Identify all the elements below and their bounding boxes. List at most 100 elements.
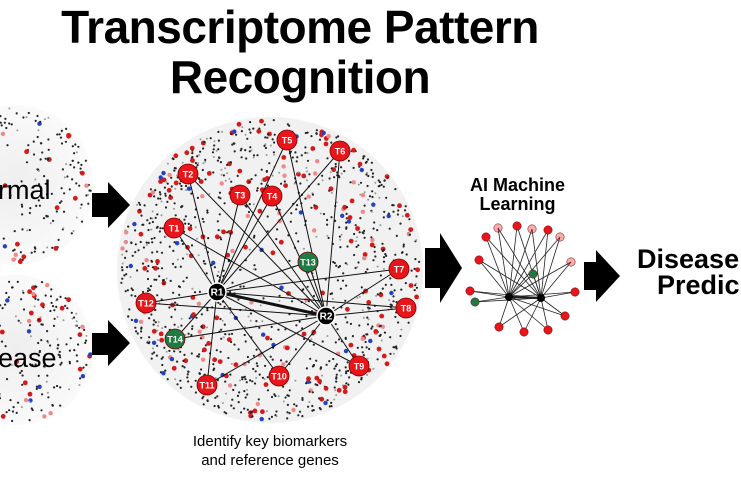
gene-dot [373, 221, 376, 224]
gene-dot [15, 241, 20, 247]
gene-dot [75, 216, 78, 219]
gene-dot [237, 348, 240, 351]
gene-dot [399, 334, 402, 338]
gene-dot [316, 384, 319, 387]
gene-dot [312, 363, 315, 367]
gene-dot [334, 365, 337, 368]
gene-dot [34, 297, 37, 300]
gene-dot [138, 203, 142, 206]
gene-dot [286, 411, 289, 414]
gene-dot [382, 260, 386, 263]
gene-dot [280, 182, 283, 185]
gene-dot [134, 243, 137, 246]
gene-dot [149, 285, 153, 288]
gene-dot [255, 348, 258, 351]
gene-dot [206, 399, 209, 402]
gene-dot [21, 374, 24, 377]
gene-dot [69, 337, 72, 340]
gene-dot [297, 414, 300, 417]
gene-dot [366, 316, 369, 319]
gene-dot [10, 286, 14, 289]
gene-dot [68, 362, 71, 365]
gene-dot [63, 176, 66, 179]
gene-dot [3, 121, 6, 124]
prediction-line-2: Predic [657, 270, 740, 300]
gene-dot [85, 194, 88, 197]
gene-dot [60, 187, 63, 190]
gene-dot [413, 267, 416, 270]
gene-dot [16, 129, 19, 132]
gene-dot [174, 308, 177, 311]
gene-dot [37, 374, 40, 377]
gene-dot [163, 346, 166, 349]
gene-dot [368, 338, 373, 344]
gene-dot [57, 353, 60, 356]
gene-dot [8, 122, 11, 125]
gene-dot [134, 295, 137, 298]
gene-dot [159, 337, 165, 343]
gene-dot [156, 294, 159, 297]
gene-dot [272, 119, 275, 122]
gene-dot [393, 289, 396, 292]
gene-dot [381, 287, 384, 290]
gene-dot [306, 285, 309, 288]
gene-dot [366, 184, 369, 188]
gene-dot [27, 289, 32, 295]
gene-dot [334, 323, 337, 326]
gene-dot [16, 401, 20, 404]
gene-dot [34, 178, 37, 181]
gene-dot [275, 415, 278, 418]
gene-dot [326, 335, 329, 337]
gene-dot [264, 143, 267, 146]
gene-dot [172, 291, 175, 294]
gene-dot [229, 311, 232, 314]
gene-dot [366, 300, 372, 305]
gene-dot [397, 321, 400, 324]
gene-dot [31, 363, 34, 366]
gene-dot [254, 174, 257, 177]
gene-dot [371, 195, 374, 199]
gene-dot [230, 180, 233, 183]
gene-dot [24, 149, 29, 155]
gene-dot [296, 156, 299, 159]
network-edge [206, 291, 218, 386]
gene-dot [223, 411, 226, 414]
gene-dot [240, 130, 243, 133]
gene-dot [263, 144, 266, 147]
gene-dot [335, 394, 338, 397]
gene-dot [142, 223, 145, 226]
gene-dot [65, 163, 68, 166]
gene-dot [45, 380, 48, 383]
gene-dot [345, 284, 348, 287]
gene-dot [361, 351, 364, 354]
gene-dot [59, 356, 62, 359]
gene-dot [315, 159, 320, 164]
gene-dot [125, 273, 128, 276]
gene-dot [378, 196, 381, 199]
gene-dot [42, 251, 45, 254]
gene-dot [2, 237, 5, 240]
gene-dot [51, 246, 54, 249]
gene-dot [204, 158, 207, 161]
gene-dot [187, 332, 190, 335]
ai-node [570, 287, 580, 297]
gene-dot [169, 356, 175, 362]
gene-dot [53, 317, 56, 320]
gene-dot [51, 404, 54, 407]
gene-dot [315, 129, 318, 132]
gene-dot [221, 402, 224, 404]
gene-dot [77, 145, 80, 148]
gene-dot [371, 202, 376, 207]
gene-dot [158, 331, 164, 337]
gene-dot [247, 210, 251, 214]
gene-dot [286, 417, 289, 420]
gene-dot [42, 365, 46, 368]
gene-dot [54, 205, 60, 211]
ai-edge [498, 296, 510, 328]
gene-dot [160, 214, 163, 217]
gene-dot [294, 151, 297, 154]
gene-dot [415, 286, 418, 289]
gene-dot [216, 220, 219, 223]
gene-dot [355, 226, 360, 231]
